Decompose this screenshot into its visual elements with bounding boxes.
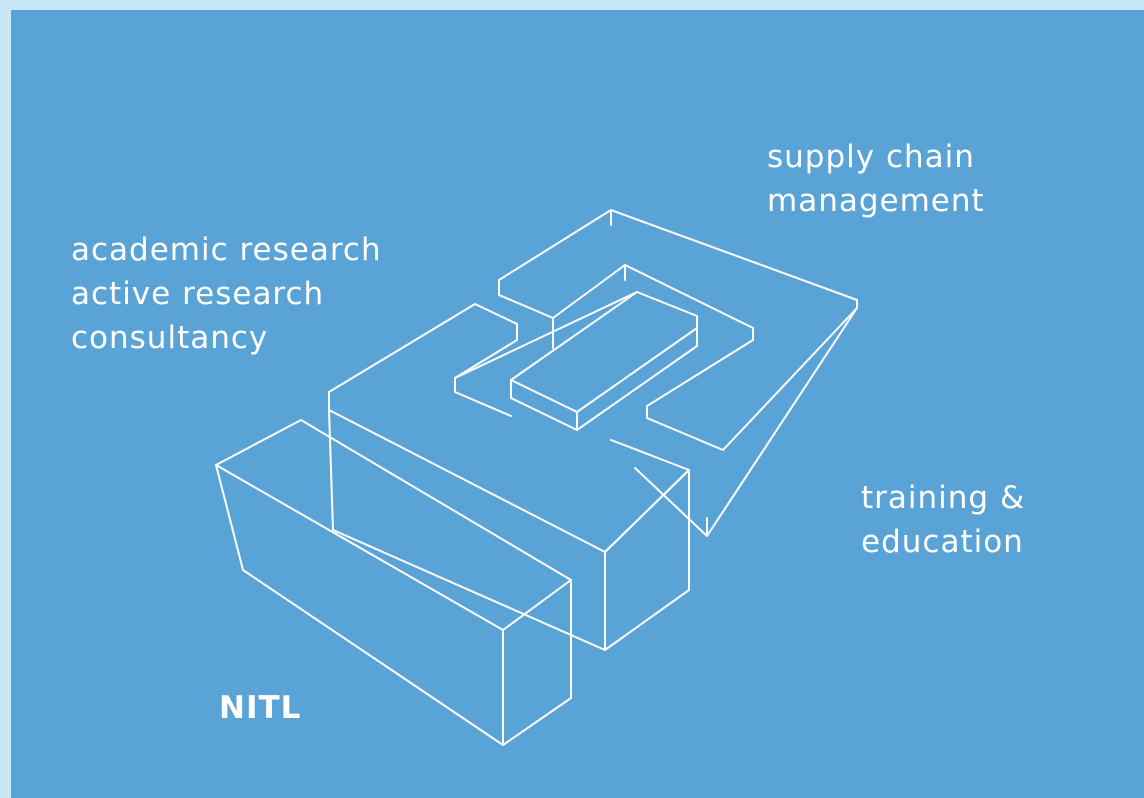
label-line: academic research [71,232,382,268]
middle-l-block [328,303,690,651]
inner-raised-block [454,291,698,431]
label-training-education: training & education [861,476,1025,564]
isometric-block-structure [215,209,858,746]
label-line: management [767,183,985,219]
label-line: supply chain [767,139,975,175]
label-line: education [861,524,1024,560]
outer-c-block [498,209,858,537]
label-line: training & [861,480,1026,516]
label-research-consultancy: academic research active research consul… [71,228,382,360]
label-supply-chain-management: supply chain management [767,135,985,223]
label-line: active research [71,276,325,312]
label-nitl: NITL [219,690,302,726]
label-line: consultancy [71,320,269,356]
diagram-panel: supply chain management academic researc… [11,10,1144,798]
front-long-block [215,419,572,746]
